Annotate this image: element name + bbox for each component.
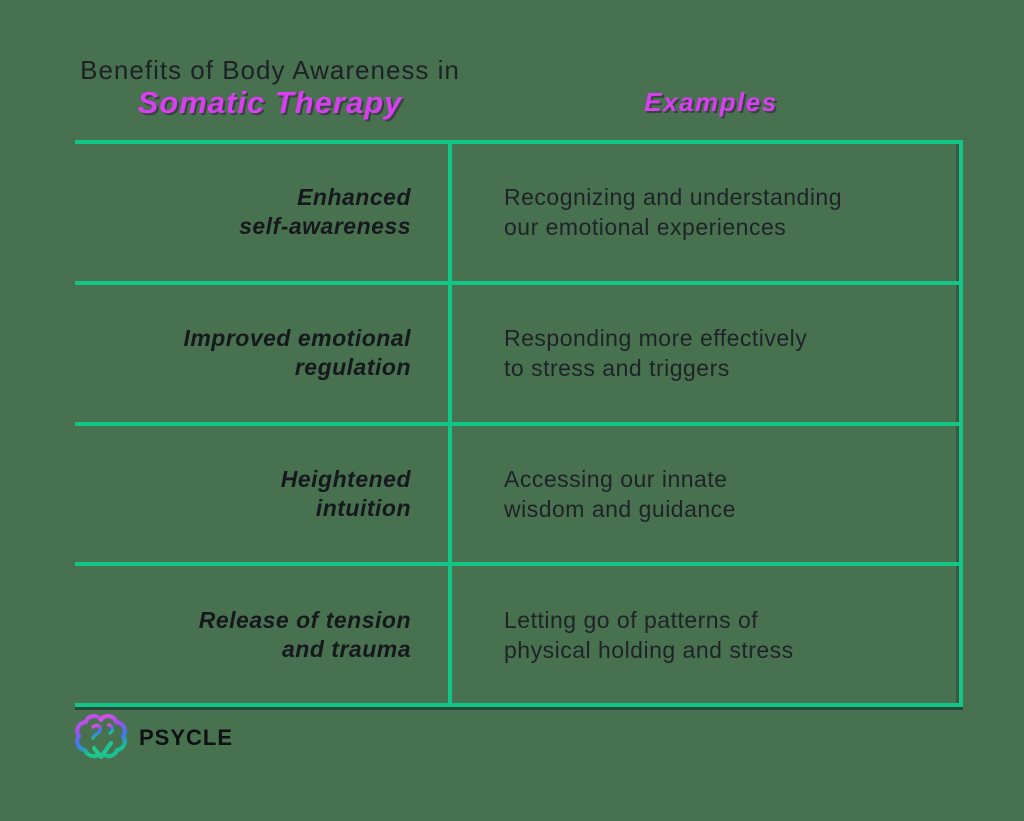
- example-cell: Accessing our innate wisdom and guidance: [504, 465, 736, 522]
- example-cell: Recognizing and understanding our emotio…: [504, 184, 843, 241]
- benefits-table: Enhanced self-awareness Recognizing and …: [75, 140, 963, 707]
- example-cell: Responding more effectively to stress an…: [504, 325, 808, 382]
- brain-icon: [75, 714, 127, 760]
- example-cell: Letting go of patterns of physical holdi…: [504, 606, 794, 663]
- brand-name: PSYCLE: [139, 725, 234, 750]
- benefit-cell: Heightened intuition: [75, 425, 452, 563]
- brand-logo: PSYCLE: [72, 711, 233, 765]
- benefit-cell: Improved emotional regulation: [75, 284, 452, 422]
- table-row: Heightened intuition Accessing our innat…: [75, 421, 959, 563]
- table-row: Improved emotional regulation Responding…: [75, 280, 959, 422]
- benefit-cell: Release of tension and trauma: [75, 566, 452, 703]
- title-line-1: Benefits of Body Awareness in: [80, 55, 460, 85]
- table-row: Enhanced self-awareness Recognizing and …: [75, 144, 959, 281]
- examples-column-header: Examples: [644, 87, 778, 117]
- table-row: Release of tension and trauma Letting go…: [75, 562, 959, 703]
- main-title: Benefits of Body Awareness in Somatic Th…: [58, 54, 482, 120]
- benefit-cell: Enhanced self-awareness: [75, 144, 452, 281]
- title-line-2: Somatic Therapy: [137, 85, 403, 120]
